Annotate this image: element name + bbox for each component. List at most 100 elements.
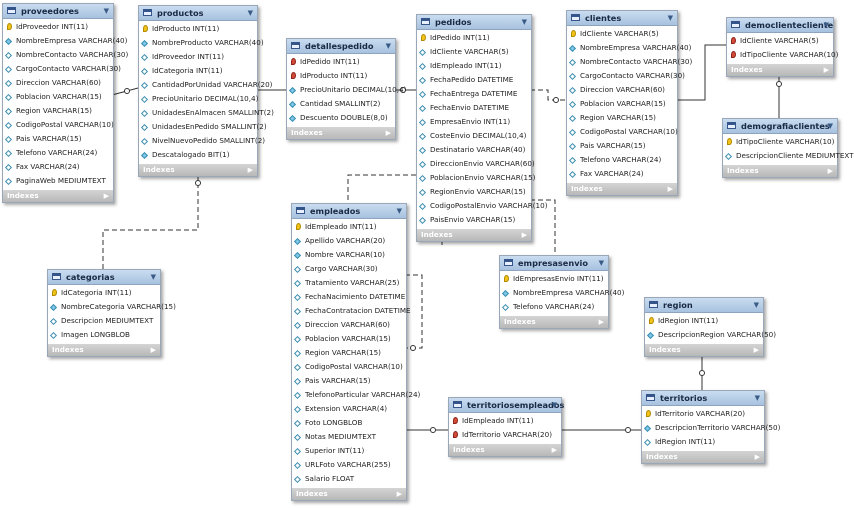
table-header[interactable]: region▼ [645,298,763,313]
collapse-caret-icon[interactable]: ▼ [385,42,391,50]
column-row[interactable]: Region VARCHAR(15) [3,104,113,118]
column-row[interactable]: Notas MEDIUMTEXT [292,430,406,444]
column-row[interactable]: FechaEntrega DATETIME [417,87,531,101]
column-row[interactable]: IdTipoCliente VARCHAR(10) [723,135,837,149]
expand-caret-icon[interactable]: ▶ [753,346,759,354]
column-row[interactable]: Apellido VARCHAR(20) [292,234,406,248]
column-row[interactable]: CargoContacto VARCHAR(30) [3,62,121,76]
expand-caret-icon[interactable]: ▶ [823,66,829,74]
column-row[interactable]: Poblacion VARCHAR(15) [292,332,406,346]
table-header[interactable]: productos▼ [139,6,257,21]
column-row[interactable]: CodigoPostal VARCHAR(10) [292,360,406,374]
column-row[interactable]: Descuento DOUBLE(8,0) [287,111,395,125]
collapse-caret-icon[interactable]: ▼ [150,273,156,281]
column-row[interactable]: IdProducto INT(11) [287,69,395,83]
column-row[interactable]: FechaContratacion DATETIME [292,304,411,318]
column-row[interactable]: CargoContacto VARCHAR(30) [567,69,685,83]
column-row[interactable]: PoblacionEnvio VARCHAR(15) [417,171,535,185]
expand-caret-icon[interactable]: ▶ [385,129,391,137]
collapse-caret-icon[interactable]: ▼ [754,394,760,402]
column-row[interactable]: Fax VARCHAR(24) [567,167,677,181]
column-row[interactable]: Extension VARCHAR(4) [292,402,406,416]
collapse-caret-icon[interactable]: ▼ [103,7,109,15]
column-row[interactable]: NombreCategoria VARCHAR(15) [48,300,176,314]
column-row[interactable]: UnidadesEnAlmacen SMALLINT(2) [139,106,274,120]
column-row[interactable]: DireccionEnvio VARCHAR(60) [417,157,535,171]
table-header[interactable]: detallespedido▼ [287,39,395,54]
table-territorios[interactable]: territorios▼IdTerritorio VARCHAR(20)Desc… [641,390,780,464]
indexes-section[interactable]: Indexes▶ [727,64,833,76]
column-row[interactable]: IdEmpleado INT(11) [449,414,561,428]
column-row[interactable]: CosteEnvio DECIMAL(10,4) [417,129,531,143]
table-header[interactable]: territoriosempleados▼ [449,398,564,413]
table-header[interactable]: pedidos▼ [417,15,531,30]
table-proveedores[interactable]: proveedores▼IdProveedor INT(11)NombreEmp… [2,3,128,203]
expand-caret-icon[interactable]: ▶ [521,231,527,239]
table-header[interactable]: empleados▼ [292,204,406,219]
column-row[interactable]: CodigoPostal VARCHAR(10) [567,125,678,139]
column-row[interactable]: Poblacion VARCHAR(15) [3,90,113,104]
expand-caret-icon[interactable]: ▶ [150,346,156,354]
column-row[interactable]: UnidadesEnPedido SMALLINT(2) [139,120,267,134]
table-clientes[interactable]: clientes▼IdCliente VARCHAR(5)NombreEmpre… [566,10,692,196]
column-row[interactable]: IdRegion INT(11) [645,314,763,328]
column-row[interactable]: DescripcionCliente MEDIUMTEXT [723,149,854,163]
column-row[interactable]: IdProveedor INT(11) [3,20,113,34]
table-header[interactable]: empresasenvio▼ [500,256,608,271]
indexes-section[interactable]: Indexes▶ [417,229,531,241]
table-header[interactable]: proveedores▼ [3,4,113,19]
collapse-caret-icon[interactable]: ▼ [823,21,829,29]
collapse-caret-icon[interactable]: ▼ [827,122,833,130]
column-row[interactable]: Destinatario VARCHAR(40) [417,143,531,157]
column-row[interactable]: IdTerritorio VARCHAR(20) [642,407,764,421]
column-row[interactable]: CodigoPostal VARCHAR(10) [3,118,114,132]
column-row[interactable]: IdTerritorio VARCHAR(20) [449,428,561,442]
column-row[interactable]: PrecioUnitario DECIMAL(10,4) [287,83,406,97]
column-row[interactable]: EmpresaEnvio INT(11) [417,115,531,129]
column-row[interactable]: Telefono VARCHAR(24) [3,146,113,160]
indexes-section[interactable]: Indexes▶ [139,164,257,176]
column-row[interactable]: NombreContacto VARCHAR(30) [3,48,128,62]
expand-caret-icon[interactable]: ▶ [598,318,604,326]
expand-caret-icon[interactable]: ▶ [754,453,760,461]
column-row[interactable]: IdEmpresasEnvio INT(11) [500,272,608,286]
column-row[interactable]: Region VARCHAR(15) [292,346,406,360]
indexes-section[interactable]: Indexes▶ [723,165,837,177]
column-row[interactable]: Superior INT(11) [292,444,406,458]
column-row[interactable]: Imagen LONGBLOB [48,328,160,342]
column-row[interactable]: Pais VARCHAR(15) [567,139,677,153]
expand-caret-icon[interactable]: ▶ [247,166,253,174]
column-row[interactable]: RegionEnvio VARCHAR(15) [417,185,531,199]
table-demografiaclientes[interactable]: demografiaclientes▼IdTipoCliente VARCHAR… [722,118,854,178]
column-row[interactable]: PrecioUnitario DECIMAL(10,4) [139,92,258,106]
column-row[interactable]: PaginaWeb MEDIUMTEXT [3,174,113,188]
column-row[interactable]: IdTipoCliente VARCHAR(10) [727,48,838,62]
expand-caret-icon[interactable]: ▶ [103,192,109,200]
column-row[interactable]: IdCliente VARCHAR(5) [417,45,531,59]
column-row[interactable]: Cantidad SMALLINT(2) [287,97,395,111]
column-row[interactable]: DescripcionRegion VARCHAR(50) [645,328,776,342]
column-row[interactable]: Descripcion MEDIUMTEXT [48,314,160,328]
expand-caret-icon[interactable]: ▶ [551,446,557,454]
column-row[interactable]: FechaEnvio DATETIME [417,101,531,115]
column-row[interactable]: IdPedido INT(11) [417,31,531,45]
indexes-section[interactable]: Indexes▶ [292,488,406,500]
column-row[interactable]: PaisEnvio VARCHAR(15) [417,213,531,227]
column-row[interactable]: Telefono VARCHAR(24) [500,300,608,314]
column-row[interactable]: IdRegion INT(11) [642,435,764,449]
column-row[interactable]: Poblacion VARCHAR(15) [567,97,677,111]
table-pedidos[interactable]: pedidos▼IdPedido INT(11)IdCliente VARCHA… [416,14,548,242]
column-row[interactable]: CantidadPorUnidad VARCHAR(20) [139,78,272,92]
column-row[interactable]: Region VARCHAR(15) [567,111,677,125]
table-detallespedido[interactable]: detallespedido▼IdPedido INT(11)IdProduct… [286,38,406,140]
table-header[interactable]: categorias▼ [48,270,160,285]
table-header[interactable]: territorios▼ [642,391,764,406]
table-productos[interactable]: productos▼IdProducto INT(11)NombreProduc… [138,5,274,177]
column-row[interactable]: Foto LONGBLOB [292,416,406,430]
column-row[interactable]: NombreContacto VARCHAR(30) [567,55,692,69]
expand-caret-icon[interactable]: ▶ [396,490,402,498]
indexes-section[interactable]: Indexes▶ [287,127,395,139]
collapse-caret-icon[interactable]: ▼ [598,259,604,267]
table-democlientecliente[interactable]: democlientecliente▼IdCliente VARCHAR(5)I… [726,17,838,77]
column-row[interactable]: Direccion VARCHAR(60) [3,76,113,90]
